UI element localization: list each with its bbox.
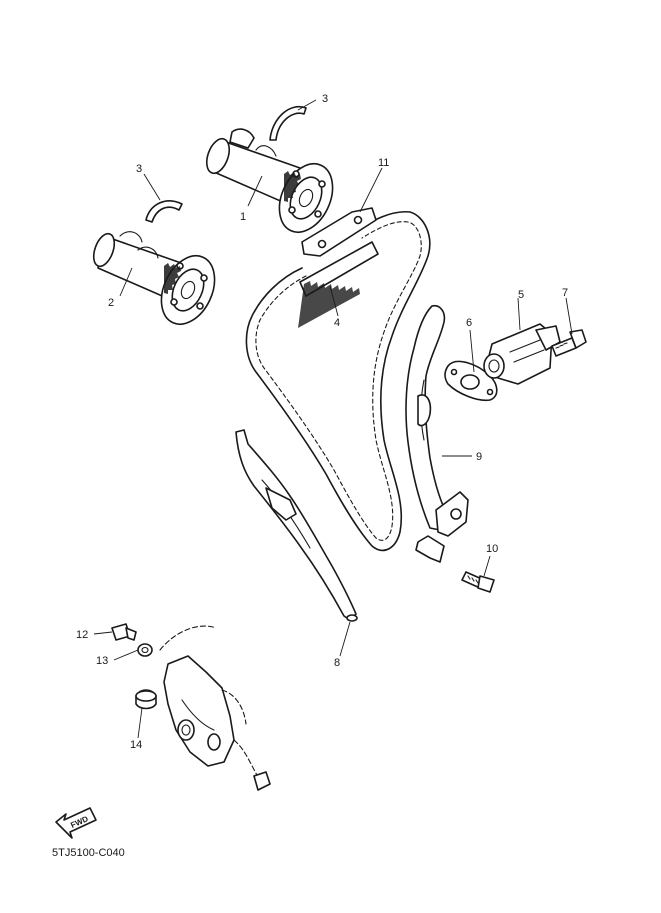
callout-8: 8 <box>334 657 340 669</box>
diagram-code: 5TJ5100-C040 <box>52 847 125 859</box>
part-12-bolt[interactable] <box>111 623 137 641</box>
part-13-washer[interactable] <box>137 643 153 657</box>
callout-10: 10 <box>486 543 498 555</box>
callout-7: 7 <box>562 287 568 299</box>
callout-9: 9 <box>476 451 482 463</box>
part-1-camshaft-upper[interactable] <box>202 128 343 241</box>
fwd-arrow-icon <box>55 807 97 839</box>
part-3-clip-lower[interactable] <box>145 200 183 223</box>
part-14-plug[interactable] <box>135 689 157 710</box>
part-9-tensioner-guide[interactable] <box>405 304 469 563</box>
part-6-gasket[interactable] <box>444 360 498 402</box>
part-7-bolt[interactable] <box>551 329 587 357</box>
callout-3-upper: 3 <box>322 93 328 105</box>
part-3-clip-upper[interactable] <box>269 105 307 141</box>
callout-13: 13 <box>96 655 108 667</box>
callout-1: 1 <box>240 211 246 223</box>
crankcase-fragment <box>159 625 271 791</box>
part-4-timing-chain[interactable] <box>245 210 431 552</box>
callout-14: 14 <box>130 739 142 751</box>
callout-3-lower: 3 <box>136 163 142 175</box>
part-2-camshaft-lower[interactable] <box>90 231 225 333</box>
leader-lines <box>93 99 573 739</box>
callout-11: 11 <box>378 157 389 169</box>
callout-5: 5 <box>518 289 524 301</box>
callout-4: 4 <box>334 317 340 329</box>
part-5-tensioner[interactable] <box>483 323 561 385</box>
part-8-chain-guide-left[interactable] <box>235 429 358 622</box>
fwd-direction-badge: FWD <box>55 807 97 839</box>
part-11-chain-guide-top[interactable] <box>301 207 377 257</box>
part-10-bolt[interactable] <box>461 571 495 593</box>
callout-12: 12 <box>76 629 88 641</box>
callout-2: 2 <box>108 297 114 309</box>
callout-6: 6 <box>466 317 472 329</box>
